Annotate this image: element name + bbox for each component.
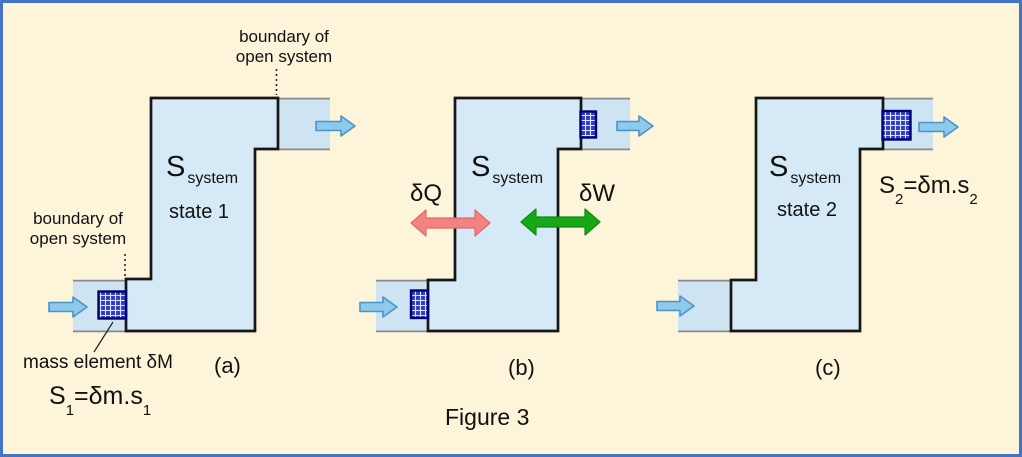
inlet-pipe-a-edges xyxy=(73,279,127,333)
system-entropy-main: S xyxy=(769,151,789,183)
flow-arrow-icon-inlet-b xyxy=(359,296,398,318)
system-boundary-b xyxy=(426,96,583,333)
figure-caption: Figure 3 xyxy=(445,404,530,430)
boundary-note-top-line2: open system xyxy=(235,47,333,66)
mass-element-icon xyxy=(97,290,128,320)
work-transfer-label: δW xyxy=(579,180,616,207)
eq2-rhs: =δm.s xyxy=(903,172,970,199)
inlet-pipe-c-edges xyxy=(678,279,732,333)
flow-arrow-icon-inlet-a xyxy=(48,296,88,318)
eq1-rhs: =δm.s xyxy=(74,382,143,410)
eq2-rhs-sub: 2 xyxy=(969,190,978,208)
system-entropy-sub: system xyxy=(187,170,239,187)
panel-caption-a: (a) xyxy=(214,353,241,378)
outlet-pipe-a-edges xyxy=(276,97,330,151)
work-transfer-arrow-icon xyxy=(520,208,601,236)
eq2-lhs: S xyxy=(879,172,896,199)
flow-arrow-icon-outlet-a xyxy=(315,115,356,137)
system-entropy-sub: system xyxy=(492,170,544,187)
flow-arrow-icon-outlet-b xyxy=(616,115,654,137)
eq2-lhs-sub: 2 xyxy=(895,190,904,208)
open-system-diagram xyxy=(48,69,959,353)
boundary-note-left: boundary of open system xyxy=(19,209,137,249)
eq1-lhs: S xyxy=(49,382,66,410)
state-label-c: state 2 xyxy=(777,199,838,221)
mass-element-icon xyxy=(579,110,598,139)
boundary-note-left-line1: boundary of xyxy=(33,209,123,228)
eq1-lhs-sub: 1 xyxy=(65,402,75,419)
panel-caption-b: (b) xyxy=(508,355,535,380)
entropy-equation-state1: S1=δm.s1 xyxy=(49,382,151,418)
mass-element-label: mass element δM xyxy=(23,352,173,373)
outlet-pipe-b-edges xyxy=(579,97,630,151)
entropy-equation-state2: S2=δm.s2 xyxy=(879,172,978,207)
panel-b-shape xyxy=(359,96,654,333)
eq1-rhs-sub: 1 xyxy=(142,402,152,419)
panel-a-shape xyxy=(48,69,356,353)
heat-transfer-label: δQ xyxy=(410,180,443,207)
boundary-note-left-line2: open system xyxy=(29,229,127,248)
flow-arrow-icon-outlet-c xyxy=(918,116,959,138)
outlet-pipe-c-edges xyxy=(881,97,933,151)
system-boundary-a xyxy=(124,96,280,333)
boundary-note-top-line1: boundary of xyxy=(239,27,329,46)
system-entropy-sub: system xyxy=(790,170,842,187)
mass-element-icon xyxy=(409,289,430,320)
panel-caption-c: (c) xyxy=(815,355,841,380)
state-label-a: state 1 xyxy=(169,201,230,223)
inlet-pipe-b-edges xyxy=(376,279,429,333)
mass-element-icon xyxy=(881,109,912,141)
flow-arrow-icon-inlet-c xyxy=(656,295,695,317)
panel-c-shape xyxy=(656,96,959,333)
system-entropy-main: S xyxy=(471,151,491,183)
boundary-note-top: boundary of open system xyxy=(225,27,343,67)
system-entropy-main: S xyxy=(166,151,186,183)
heat-transfer-arrow-icon xyxy=(410,209,491,237)
leader-line xyxy=(93,321,114,353)
